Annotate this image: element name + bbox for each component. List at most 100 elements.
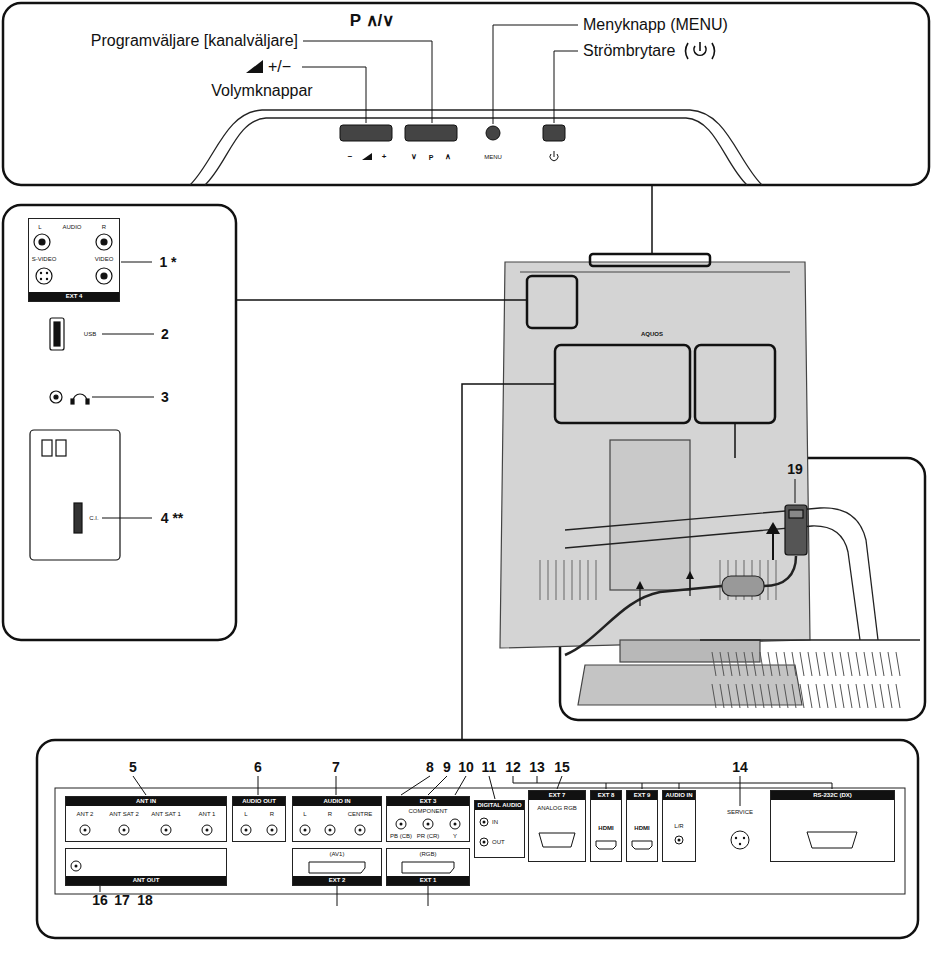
jack-centre [206, 829, 209, 832]
ci-slot [30, 430, 120, 560]
vent-slits [564, 560, 565, 600]
leader-line [513, 783, 832, 784]
leader-line [102, 518, 152, 519]
connector-subtitle: (AV1) [330, 851, 345, 858]
callout-number: 15 [554, 760, 570, 774]
scart-port [402, 862, 454, 873]
jack [39, 239, 45, 245]
control-label: Strömbrytare [583, 43, 675, 59]
tv-lower-housing [700, 639, 920, 640]
jack [480, 818, 488, 826]
jack-centre [483, 841, 486, 844]
direction-arrow [686, 571, 694, 579]
vent-grille [712, 684, 716, 708]
jack-centre [739, 843, 741, 845]
jack-label: ANT SAT 1 [151, 811, 181, 817]
jack [325, 825, 335, 835]
headphone-symbol [71, 399, 74, 404]
vent-grille [848, 652, 852, 676]
jack-label: R [102, 224, 106, 230]
power-symbol [554, 151, 555, 157]
control-button [543, 125, 565, 141]
direction-arrow [766, 522, 780, 534]
connector-group-title: EXT 3 [420, 797, 437, 806]
volume-symbol [362, 153, 372, 160]
usb-port [50, 318, 64, 350]
connector-group: ANT IN [65, 796, 227, 842]
vent-grille [712, 652, 900, 708]
direction-arrow [689, 578, 690, 596]
button-marking: − [348, 153, 353, 161]
power-cord [565, 556, 796, 655]
callout-number: 19 [787, 462, 803, 476]
vent-grille [768, 652, 772, 676]
tv-top-housing [190, 110, 762, 185]
vent-grille [752, 652, 756, 676]
highlight-frame [590, 254, 710, 266]
jack [34, 234, 50, 250]
callout-number: 16 [92, 893, 108, 907]
leader-line [513, 776, 514, 783]
jack-centre [400, 823, 403, 826]
jack [96, 268, 112, 284]
connector-subtitle: (RGB) [420, 851, 437, 858]
vent-grille [744, 652, 748, 676]
leader-line [493, 25, 578, 124]
jack-label: ANT 2 [77, 811, 94, 817]
connector-group: EXT 8 [590, 790, 622, 862]
vent-grille [840, 684, 844, 708]
tv-top-housing [190, 110, 762, 185]
leader-line [133, 776, 146, 795]
jack [396, 819, 406, 829]
port-label: USB [84, 331, 96, 337]
tv-lower-housing [565, 508, 920, 640]
vent-slits [596, 560, 597, 600]
vent-grille [720, 652, 724, 676]
callout-number: 4 ** [161, 511, 184, 525]
control-label: Volymknappar [211, 83, 312, 99]
control-label: P ∧/∨ [350, 12, 394, 29]
vent-grille [800, 652, 804, 676]
vent-grille [824, 684, 828, 708]
d-sub-port [539, 833, 575, 847]
direction-arrow [639, 588, 640, 606]
headphone-symbol [86, 399, 89, 404]
scart-port [309, 862, 365, 873]
button-marking: + [382, 153, 387, 161]
tv-rear [620, 640, 760, 662]
vent-grille [816, 652, 820, 676]
jack-centre [454, 823, 457, 826]
vent-grille [888, 652, 892, 676]
vent-grille [728, 652, 732, 676]
leader-line [606, 783, 607, 789]
jack-label: CENTRE [348, 811, 373, 817]
power-symbol [550, 42, 715, 161]
ci-slot [42, 440, 52, 456]
jack [36, 268, 52, 284]
jack [101, 239, 107, 245]
callout-number: 2 [161, 327, 169, 341]
jack [96, 234, 112, 250]
vent-slits [580, 560, 581, 600]
tv-rear [610, 440, 690, 590]
leader-line [537, 776, 538, 783]
connector-group: AUDIO IN [292, 796, 382, 842]
connector-group-title: ANT IN [136, 797, 156, 806]
connector-group: AUDIO IN [662, 790, 696, 862]
direction-arrow [636, 522, 780, 606]
vent-grille [744, 684, 748, 708]
control-button [340, 125, 565, 141]
d-sub-port [539, 832, 857, 848]
vent-grille [776, 652, 780, 676]
leader-line [554, 51, 578, 123]
vent-grille [720, 684, 724, 708]
jack [267, 825, 277, 835]
power-symbol [686, 43, 689, 59]
control-label: Programväljare [kanalväljare] [91, 33, 298, 49]
volume-symbol [246, 60, 263, 73]
jack-centre [84, 829, 87, 832]
leader-line [489, 776, 495, 799]
vent-slits [572, 560, 573, 600]
